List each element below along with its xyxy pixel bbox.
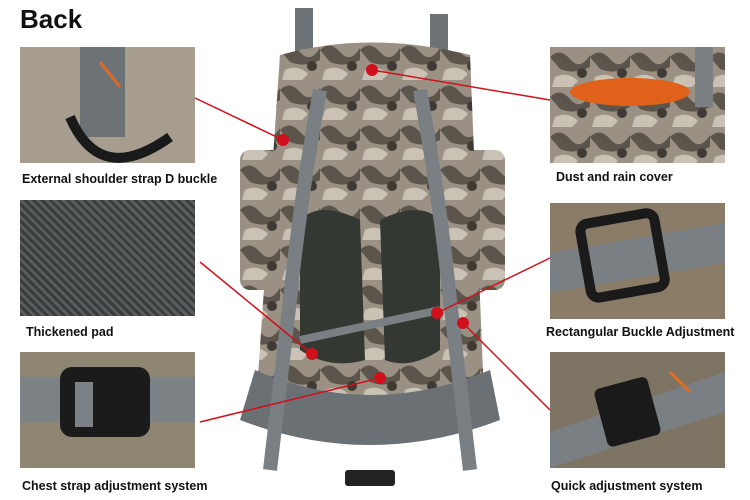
chest-buckle-photo bbox=[20, 352, 195, 468]
d-buckle-photo bbox=[20, 47, 195, 163]
mesh-pad-photo bbox=[20, 200, 195, 316]
feature-label: Thickened pad bbox=[26, 325, 114, 339]
page-title: Back bbox=[20, 4, 83, 34]
feature-label: Dust and rain cover bbox=[556, 170, 673, 184]
pointer-dot bbox=[431, 307, 443, 319]
feature-label: Quick adjustment system bbox=[551, 479, 703, 493]
pointer-dot bbox=[366, 64, 378, 76]
backpack bbox=[240, 8, 505, 486]
pointer-dot bbox=[306, 348, 318, 360]
pointer-lines bbox=[194, 69, 551, 423]
rain-cover-photo bbox=[550, 47, 725, 163]
feature-label: External shoulder strap D buckle bbox=[22, 172, 218, 186]
quick-adjust-photo bbox=[550, 352, 725, 468]
feature-label: Chest strap adjustment system bbox=[22, 479, 208, 493]
pointer-dot bbox=[277, 134, 289, 146]
rect-buckle-photo bbox=[550, 203, 725, 319]
pointer-dot bbox=[374, 372, 386, 384]
pointer-dot bbox=[457, 317, 469, 329]
feature-label: Rectangular Buckle Adjustment bbox=[546, 325, 735, 339]
